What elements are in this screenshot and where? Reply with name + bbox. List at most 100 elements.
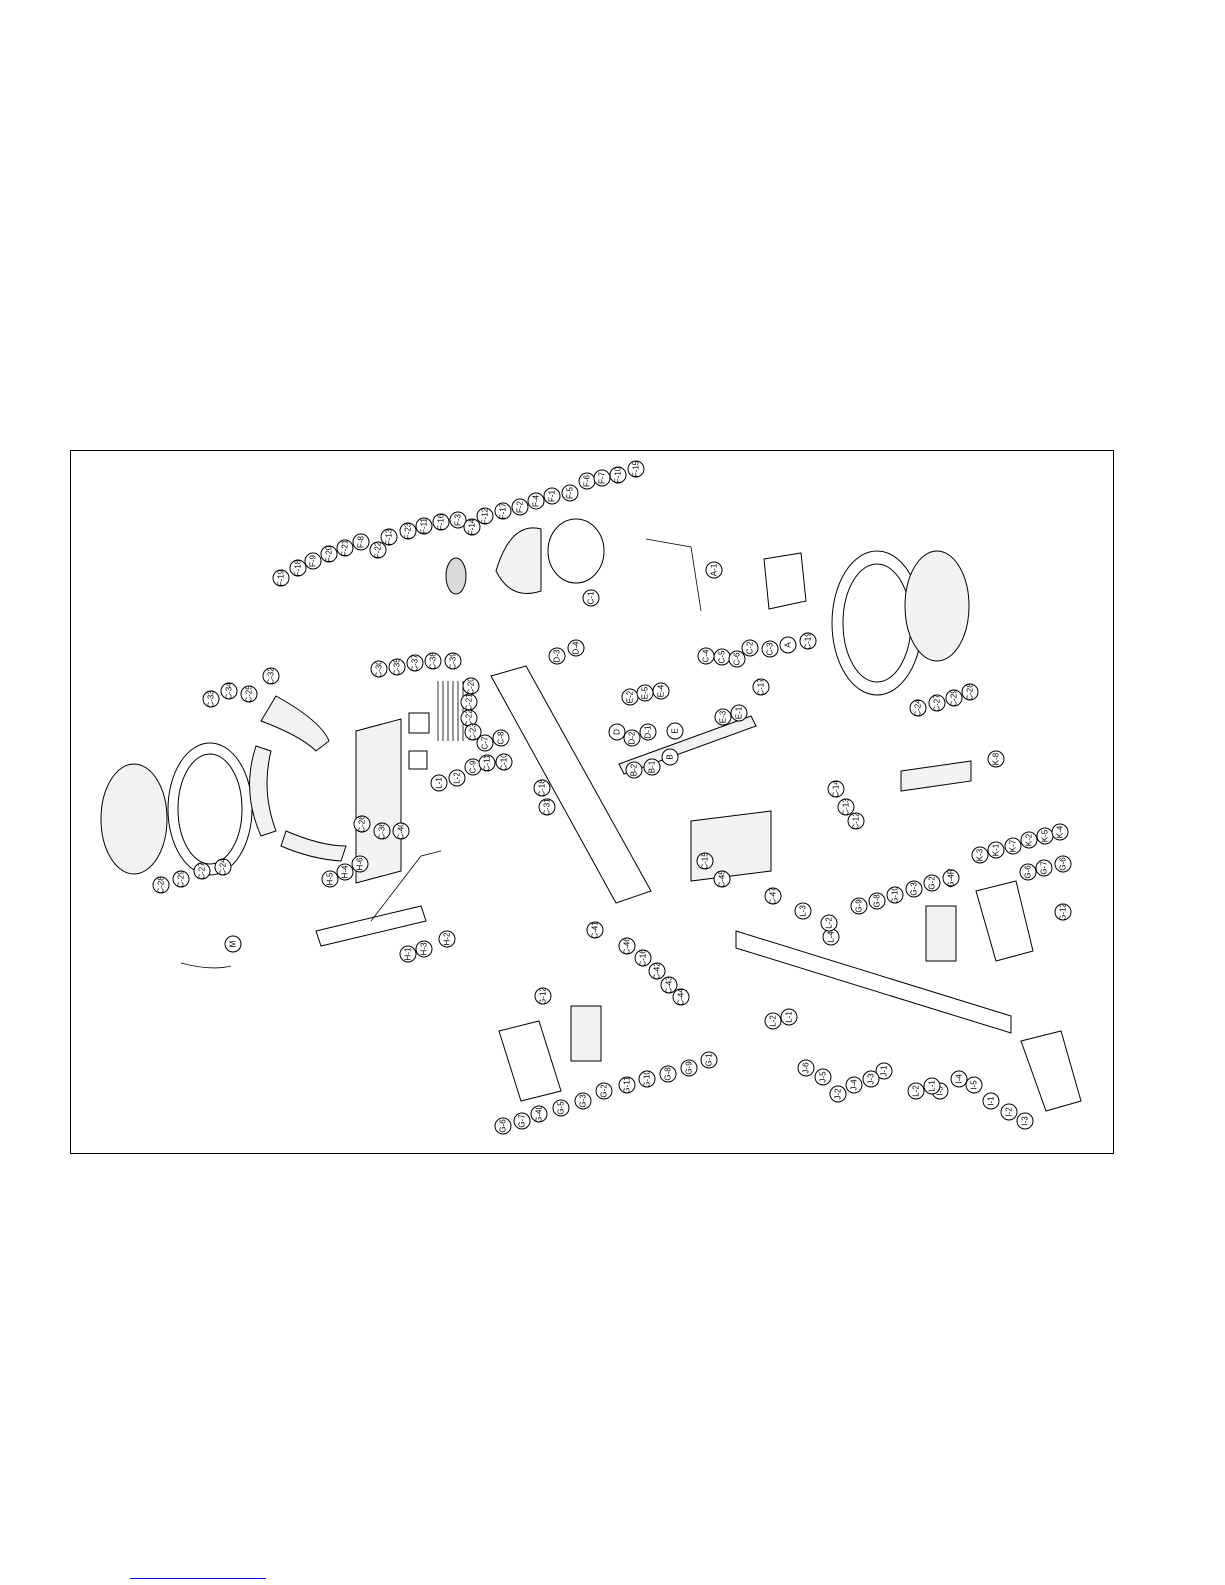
callout-text: K-1 xyxy=(992,843,1001,856)
callout-circle xyxy=(476,734,494,752)
callout-k-5: K-5 xyxy=(1036,827,1054,845)
callout-text: C-17 xyxy=(757,678,766,696)
callout-text: G-4R xyxy=(947,868,956,887)
callout-circle xyxy=(415,517,433,535)
callout-c-45: C-45 xyxy=(713,870,731,888)
callout-text: F-14 xyxy=(468,518,477,535)
callout-text: C-7 xyxy=(481,736,490,749)
callout-text: G-9 xyxy=(685,1061,694,1075)
callout-circle xyxy=(534,987,552,1005)
callout-l-2: L-2 xyxy=(820,914,838,932)
callout-text: F-3 xyxy=(454,513,463,526)
callout-circle xyxy=(370,660,388,678)
callout-text: C-16 xyxy=(639,949,648,967)
callout-circle xyxy=(272,569,290,587)
callout-i-2: I-2 xyxy=(1000,1103,1018,1121)
callout-j-6: J-6 xyxy=(797,1059,815,1077)
callout-h-1: H-1 xyxy=(399,945,417,963)
callout-c-38: C-38 xyxy=(424,652,442,670)
callout-text: C-10 xyxy=(500,753,509,771)
callout-circle xyxy=(399,522,417,540)
callout-l-3: L-3 xyxy=(794,902,812,920)
callout-text: F-9 xyxy=(309,554,318,567)
callout-h-6: H-6 xyxy=(351,855,369,873)
callout-circle xyxy=(172,870,190,888)
callout-text: G-7 xyxy=(1040,861,1049,875)
callout-g-7: G-7 xyxy=(1035,859,1053,877)
callout-circle xyxy=(945,689,963,707)
callout-c-9: C-9 xyxy=(464,758,482,776)
callout-text: C-12 xyxy=(852,812,861,830)
callout-text: D-2 xyxy=(628,731,637,744)
callout-c-1: C-1 xyxy=(582,589,600,607)
callout-c-28: C-28 xyxy=(961,683,979,701)
callout-circle xyxy=(680,1059,698,1077)
callout-circle xyxy=(240,685,258,703)
callout-f-20: F-20 xyxy=(320,545,338,563)
callout-j-3: J-3 xyxy=(862,1070,880,1088)
callout-text: L-3 xyxy=(799,905,808,917)
callout-text: C-8 xyxy=(497,731,506,744)
callout-c-23: C-23 xyxy=(464,723,482,741)
callout-text: C-2 xyxy=(746,641,755,654)
callout-text: E-2 xyxy=(626,690,635,703)
callout-text: M xyxy=(229,940,238,947)
callout-c-13: C-13 xyxy=(837,798,855,816)
callout-circle xyxy=(950,1070,968,1088)
callout-text: G-11 xyxy=(623,1076,632,1094)
callout-c-32: C-32 xyxy=(262,667,280,685)
callout-f-6: F-6 xyxy=(578,472,596,490)
callout-circle xyxy=(380,528,398,546)
callout-circle xyxy=(799,632,817,650)
callout-text: G-10 xyxy=(891,886,900,904)
callout-c-24: C-24 xyxy=(909,699,927,717)
callout-circle xyxy=(659,1065,677,1083)
callout-text: G-9 xyxy=(855,899,864,913)
callout-text: C-22 xyxy=(465,709,474,727)
callout-circle xyxy=(152,876,170,894)
callout-g-7: G-7 xyxy=(513,1112,531,1130)
callout-f-15: F-15 xyxy=(627,460,645,478)
callout-text: G-2 xyxy=(600,1084,609,1098)
callout-circle xyxy=(595,1082,613,1100)
main-beam xyxy=(490,665,652,904)
callout-text: C-46 xyxy=(623,937,632,955)
callout-text: C-36 xyxy=(378,822,387,840)
callout-d-4: D-4 xyxy=(567,639,585,657)
callout-text: E-5 xyxy=(641,686,650,699)
callout-circle xyxy=(202,690,220,708)
callout-circle xyxy=(672,988,690,1006)
callout-d: D xyxy=(608,723,626,741)
callout-circle xyxy=(336,539,354,557)
front-ring-inner xyxy=(177,753,243,865)
callout-text: C-15 xyxy=(701,852,710,870)
callout-circle xyxy=(794,902,812,920)
callout-text: C-9 xyxy=(469,760,478,773)
callout-text: C-30 xyxy=(375,660,384,678)
callout-circle xyxy=(320,545,338,563)
callout-text: C-20 xyxy=(467,677,476,695)
callout-circle xyxy=(868,892,886,910)
callout-circle xyxy=(942,869,960,887)
callout-text: F-16 xyxy=(437,513,446,530)
callout-text: C-19 xyxy=(804,632,813,650)
callout-text: L-2 xyxy=(769,1015,778,1027)
callout-d-2: D-2 xyxy=(623,729,641,747)
callout-text: C-25 xyxy=(245,685,254,703)
callout-g-2: G-2 xyxy=(923,874,941,892)
callout-circle xyxy=(961,683,979,701)
callout-f-4: F-4 xyxy=(527,492,545,510)
callout-text: L-1 xyxy=(785,1011,794,1023)
fan-cage-side xyxy=(249,745,277,837)
callout-circle xyxy=(430,774,448,792)
callout-text: C-47 xyxy=(769,887,778,905)
callout-c-42: C-42 xyxy=(648,962,666,980)
callout-c-41: C-41 xyxy=(586,921,604,939)
callout-circle xyxy=(618,937,636,955)
callout-circle xyxy=(648,962,666,980)
callout-c-34: C-34 xyxy=(220,682,238,700)
callout-text: G-7 xyxy=(518,1114,527,1128)
callout-c-27: C-27 xyxy=(928,694,946,712)
callout-circle xyxy=(728,650,746,668)
callout-text: G-6 xyxy=(499,1119,508,1133)
